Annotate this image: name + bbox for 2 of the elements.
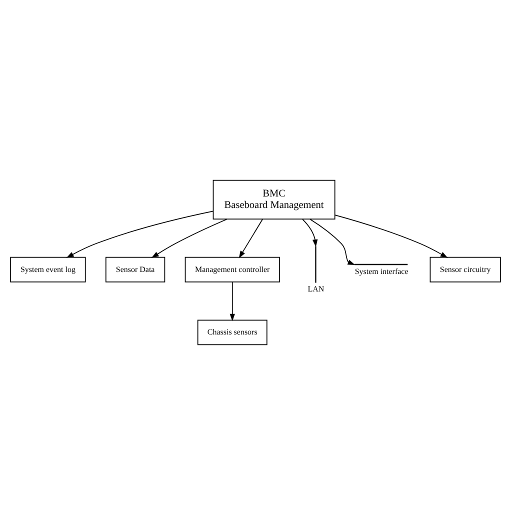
node-label: System interface [354,266,408,276]
node-label: LAN [308,284,324,294]
